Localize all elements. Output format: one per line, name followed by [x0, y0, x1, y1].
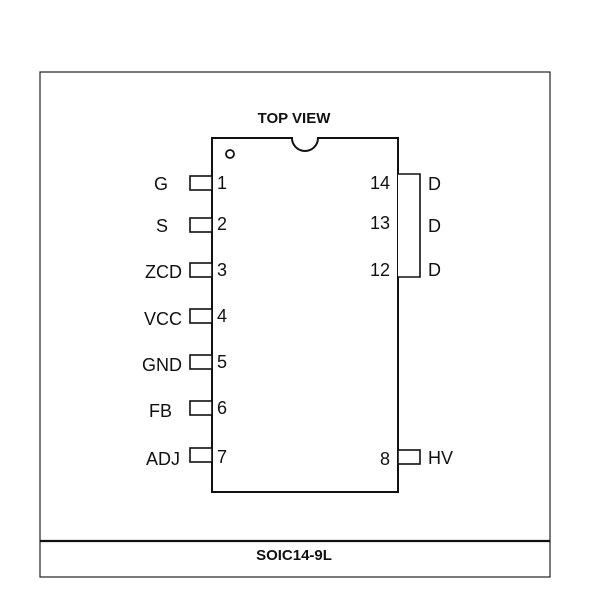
pin-number: 4	[217, 306, 227, 326]
left-pin-group: 1 G 2 S 3 ZCD 4 VCC 5 GND 6 FB	[142, 173, 227, 469]
outer-frame	[39, 71, 551, 578]
pin-14: 14 D	[370, 173, 441, 194]
pin-number: 1	[217, 173, 227, 193]
pin-number: 13	[370, 213, 390, 233]
right-pin-group: 14 D 13 D 12 D 8 HV	[370, 173, 453, 469]
pin-name: S	[156, 216, 168, 236]
pin-number: 6	[217, 398, 227, 418]
pin-lead	[189, 217, 213, 233]
pin-name: FB	[149, 401, 172, 421]
pin-lead	[189, 447, 213, 463]
pin-4: 4 VCC	[144, 306, 227, 329]
pin-number: 12	[370, 260, 390, 280]
pin-6: 6 FB	[149, 398, 227, 421]
pin-number: 3	[217, 260, 227, 280]
drain-bus-lead	[398, 173, 421, 278]
pin-name: D	[428, 174, 441, 194]
pin-1: 1 G	[154, 173, 227, 194]
pin-name: VCC	[144, 309, 182, 329]
pin-name: G	[154, 174, 168, 194]
pin-number: 14	[370, 173, 390, 193]
package-label: SOIC14-9L	[256, 547, 332, 564]
pin-2: 2 S	[156, 214, 227, 236]
pin-lead	[189, 354, 213, 370]
pin-7: 7 ADJ	[146, 447, 227, 469]
pin-name: D	[428, 216, 441, 236]
pin-8: 8 HV	[380, 448, 453, 469]
pin-lead	[189, 175, 213, 191]
pin1-marker-dot	[225, 149, 235, 159]
pin-12: 12 D	[370, 260, 441, 280]
pin-5: 5 GND	[142, 352, 227, 375]
pin-lead	[397, 449, 421, 465]
pin-number: 2	[217, 214, 227, 234]
chip-body	[211, 137, 399, 493]
pin-number: 5	[217, 352, 227, 372]
pin-name: ZCD	[145, 262, 182, 282]
pin-name: ADJ	[146, 449, 180, 469]
diagram-title: TOP VIEW	[258, 110, 332, 127]
pin-number: 7	[217, 447, 227, 467]
pin-lead	[189, 400, 213, 416]
pin-3: 3 ZCD	[145, 260, 227, 282]
pin-13: 13 D	[370, 213, 441, 236]
pin-number: 8	[380, 449, 390, 469]
pin-name: D	[428, 260, 441, 280]
pin-lead	[189, 308, 213, 324]
pin-name: GND	[142, 355, 182, 375]
pin-lead	[189, 262, 213, 278]
pin-name: HV	[428, 448, 453, 468]
